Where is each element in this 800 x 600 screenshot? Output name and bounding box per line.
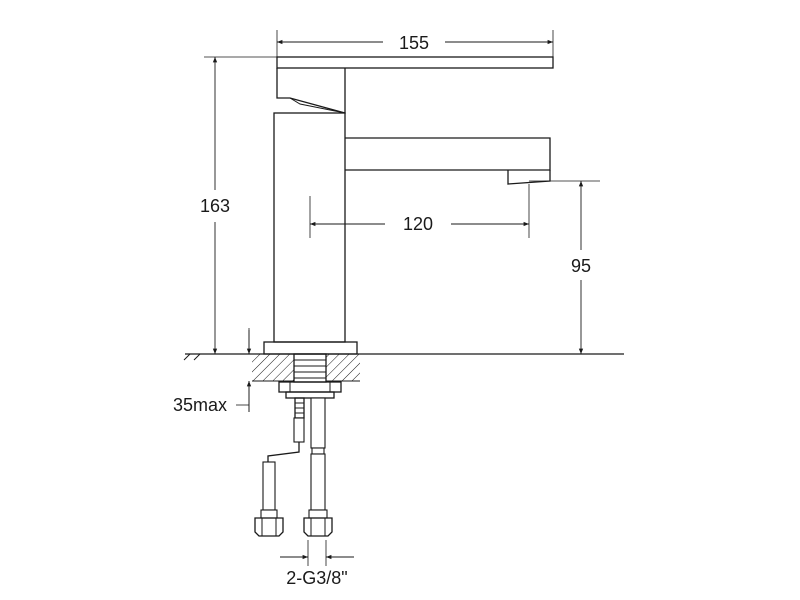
hose-left <box>254 417 305 537</box>
dim-label-163: 163 <box>200 196 230 216</box>
faucet-column <box>273 112 346 343</box>
dim-overall-length: 155 <box>276 30 554 57</box>
dim-overall-height: 163 <box>200 56 277 354</box>
deck-hatch-right <box>326 354 360 381</box>
aerator <box>507 170 551 185</box>
dim-label-95: 95 <box>571 256 591 276</box>
mounting-nut <box>278 381 342 393</box>
hose-right <box>303 397 333 537</box>
lever-handle <box>276 56 554 69</box>
dim-label-35max: 35max <box>173 395 227 415</box>
washer <box>285 391 335 399</box>
hose-nut-right <box>303 517 333 537</box>
deck <box>183 353 624 382</box>
spout <box>345 137 551 171</box>
base-flange <box>263 341 358 355</box>
dim-spout-reach: 120 <box>309 184 530 238</box>
dim-deck-thickness: 35max <box>173 328 252 415</box>
dim-label-120: 120 <box>403 214 433 234</box>
faucet-body <box>263 56 554 355</box>
dim-label-connections: 2-G3/8" <box>286 568 347 588</box>
dim-label-155: 155 <box>399 33 429 53</box>
dim-connections: 2-G3/8" <box>280 540 354 588</box>
deck-hatch-surface <box>183 353 201 361</box>
mounting-assembly <box>254 353 342 537</box>
hose-nut-left <box>254 517 284 537</box>
dim-spout-height: 95 <box>529 180 600 354</box>
deck-hatch-left <box>252 354 294 381</box>
